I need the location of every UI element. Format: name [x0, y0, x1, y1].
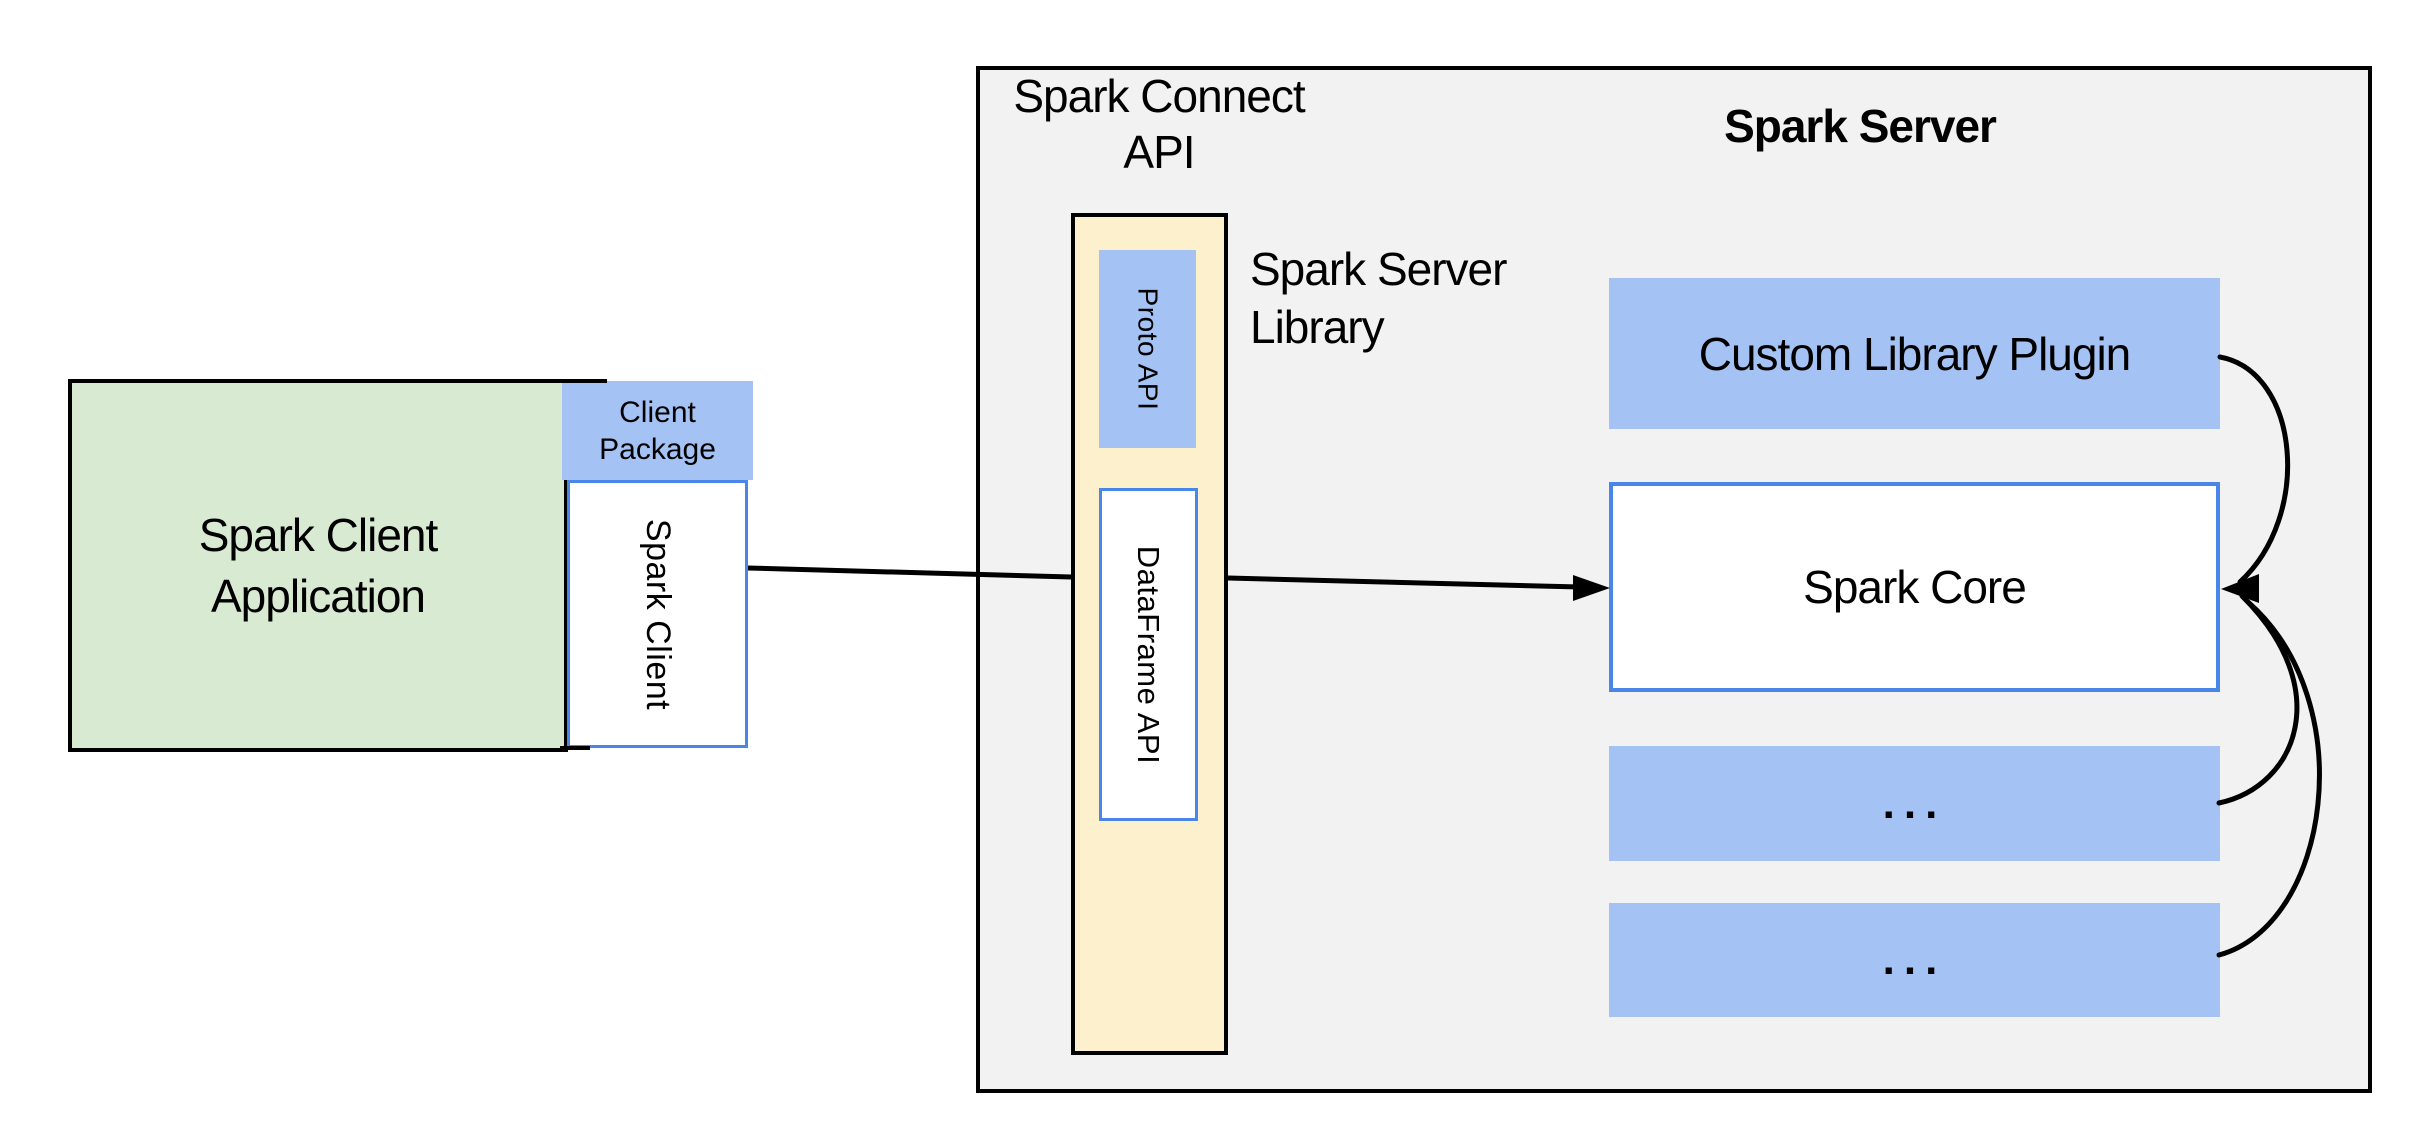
spark-connect-api-label-line2: API — [1123, 126, 1195, 178]
spark-server-library-label-line2: Library — [1250, 301, 1385, 353]
spark-client-application-label-line2: Application — [210, 569, 426, 622]
spark-client-box: Spark Client — [567, 480, 748, 748]
spark-server-library-label-line1: Spark Server — [1250, 243, 1507, 295]
ellipsis-plugin-box-2: ... — [1609, 903, 2220, 1017]
ellipsis-label-2: ... — [1882, 935, 1947, 984]
proto-api-label: Proto API — [1132, 287, 1164, 411]
ellipsis-label-1: ... — [1882, 778, 1947, 828]
dataframe-api-label: DataFrame API — [1131, 545, 1167, 764]
green-box-border-artifact-bottom — [560, 746, 590, 750]
proto-api-box: Proto API — [1099, 250, 1196, 448]
spark-server-library-label: Spark Server Library — [1250, 240, 1630, 356]
ellipsis-plugin-box-1: ... — [1609, 746, 2220, 861]
spark-server-title: Spark Server — [1724, 100, 1997, 152]
client-package-box: Client Package — [562, 381, 753, 480]
client-package-label: Client Package — [599, 394, 716, 468]
custom-library-plugin-label: Custom Library Plugin — [1698, 327, 2132, 380]
spark-client-label: Spark Client — [639, 518, 678, 710]
spark-client-application-label: Spark Client Application — [198, 505, 439, 627]
spark-core-label: Spark Core — [1803, 561, 2027, 613]
spark-client-application-label-line1: Spark Client — [198, 508, 439, 561]
spark-connect-api-label: Spark Connect API — [959, 68, 1359, 180]
client-package-label-line2: Package — [599, 432, 716, 466]
dataframe-api-box: DataFrame API — [1099, 488, 1198, 821]
custom-library-plugin-box: Custom Library Plugin — [1609, 278, 2220, 429]
green-box-border-artifact-top — [560, 379, 607, 383]
client-package-label-line1: Client — [619, 395, 696, 429]
spark-client-application-box: Spark Client Application — [68, 379, 568, 752]
spark-core-box: Spark Core — [1609, 482, 2220, 692]
spark-connect-api-label-line1: Spark Connect — [1013, 70, 1305, 122]
